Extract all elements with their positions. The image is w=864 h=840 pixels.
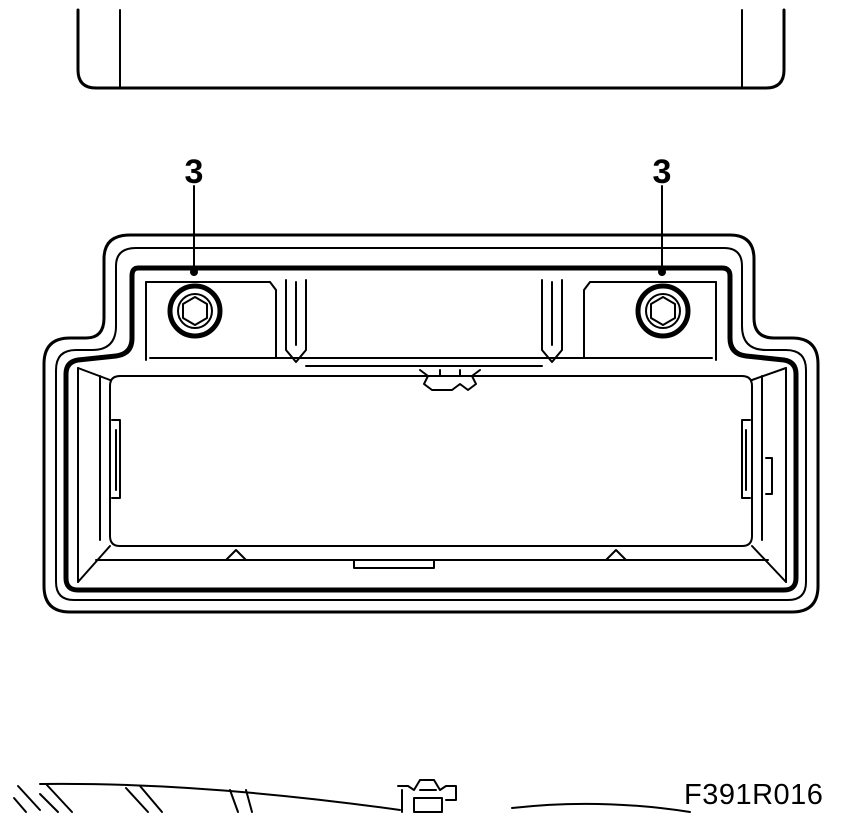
latch-clip (419, 369, 481, 391)
tray-housing (42, 233, 820, 614)
lower-panel-edge (13, 779, 691, 813)
figure-code: F391R016 (684, 779, 824, 811)
callout-leaders (190, 185, 666, 276)
upper-panel (76, 8, 786, 90)
callout-label-left: 3 (185, 153, 204, 191)
upper-recess (145, 279, 717, 367)
left-bolt (167, 283, 223, 339)
callout-label-right: 3 (653, 153, 672, 191)
right-bolt (635, 283, 691, 339)
tray-inner (77, 367, 787, 583)
